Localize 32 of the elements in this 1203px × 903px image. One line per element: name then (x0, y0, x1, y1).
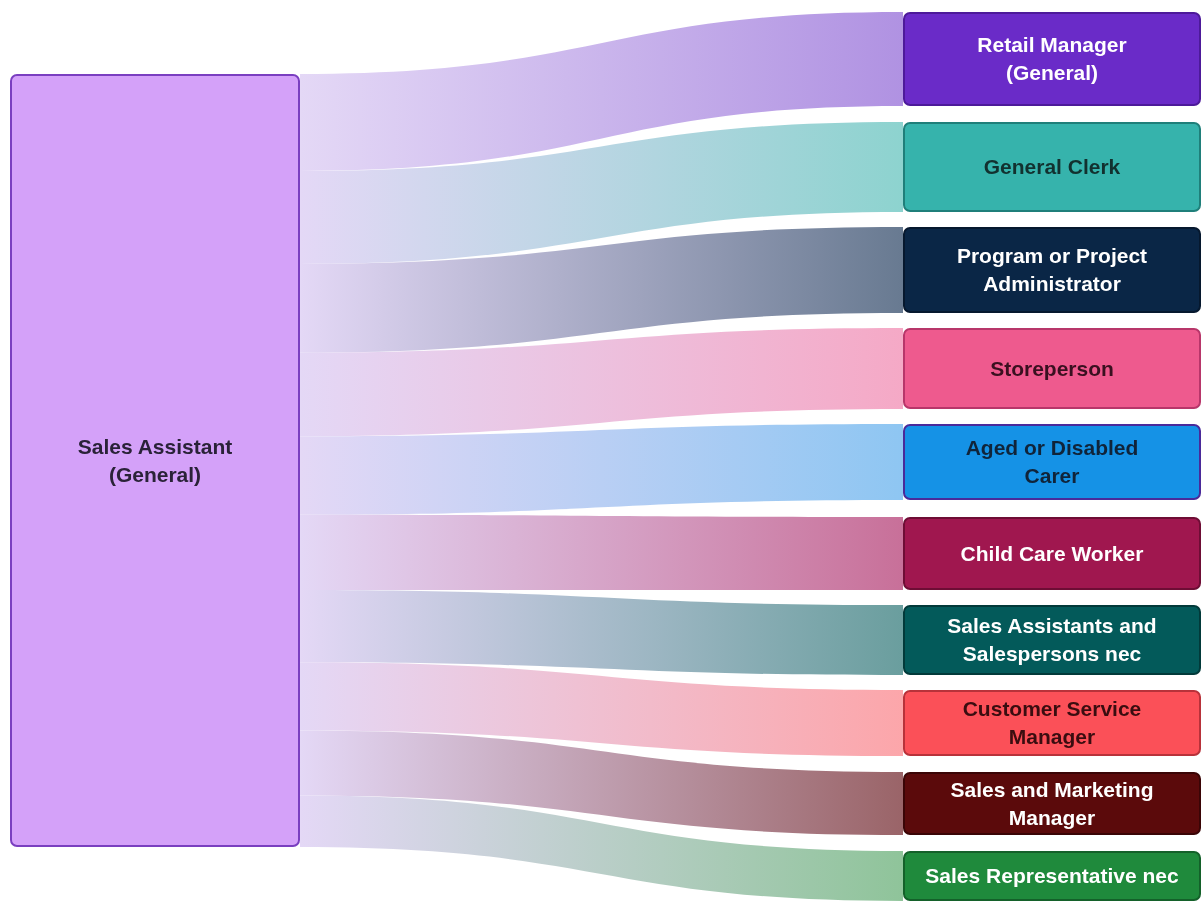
node-label: Customer Service Manager (961, 696, 1143, 750)
node-label: Sales Assistant (General) (76, 433, 234, 488)
category-box (903, 772, 1201, 835)
node-label: Sales Representative nec (924, 863, 1180, 889)
flow-band (300, 730, 903, 835)
category-box (10, 74, 300, 847)
flow-band (300, 122, 903, 264)
flow-band (300, 795, 903, 901)
category-box (903, 424, 1201, 500)
category-box (903, 227, 1201, 313)
node-label: Storeperson (989, 355, 1115, 382)
node-label: Aged or Disabled Carer (964, 435, 1140, 489)
node-label: General Clerk (982, 154, 1122, 180)
flow-band (300, 328, 903, 437)
category-box (903, 517, 1201, 590)
category-box (903, 328, 1201, 409)
node-label: Child Care Worker (959, 540, 1145, 567)
category-box (903, 690, 1201, 756)
flow-band (300, 227, 903, 353)
flow-band (300, 424, 903, 515)
flow-band (300, 590, 903, 675)
node-label: Retail Manager (General) (976, 32, 1128, 86)
category-box (903, 605, 1201, 675)
flow-band (300, 662, 903, 756)
node-label: Program or Project Administrator (955, 243, 1149, 297)
node-label: Sales and Marketing Manager (949, 776, 1155, 831)
node-label: Sales Assistants and Salespersons nec (946, 613, 1158, 667)
category-box (903, 12, 1201, 106)
category-box (903, 851, 1201, 901)
flow-band (300, 12, 903, 171)
category-box (903, 122, 1201, 212)
flow-band (300, 514, 903, 590)
